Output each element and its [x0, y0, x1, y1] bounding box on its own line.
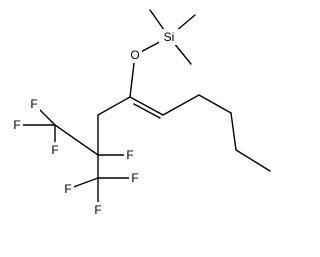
atom-f-4: F	[124, 147, 136, 163]
atom-label-f: F	[64, 182, 71, 196]
bond-chain-4	[235, 149, 271, 172]
bond-c-ch2	[97, 96, 131, 116]
atom-o: O	[128, 47, 142, 63]
atom-label-f: F	[94, 203, 101, 217]
bond-chain-1	[162, 94, 200, 116]
atom-label-f: F	[13, 118, 20, 132]
bond-cc-double-1	[129, 96, 164, 116]
atom-label-o: O	[130, 48, 139, 62]
structure-canvas: Si O F F F F F F	[11, 9, 271, 218]
bond-cc-double-2	[133, 103, 161, 119]
bond-chain-2	[198, 94, 232, 114]
atom-label-f: F	[126, 148, 133, 162]
atom-si: Si	[159, 29, 179, 45]
bond-c-cf3-left	[54, 124, 99, 156]
atom-f-3: F	[49, 142, 61, 158]
molecule-diagram: Si O F F F F F F	[11, 9, 271, 218]
atom-label-f: F	[51, 143, 58, 157]
atom-f-7: F	[92, 202, 104, 218]
atom-label-si: Si	[164, 30, 175, 44]
atom-label-f: F	[131, 171, 138, 185]
atom-f-5: F	[62, 181, 74, 197]
atom-f-6: F	[129, 170, 141, 186]
atom-f-1: F	[28, 96, 40, 112]
bonds	[16, 9, 271, 211]
bond-chain-3	[230, 112, 237, 151]
atom-label-f: F	[30, 97, 37, 111]
atom-f-2: F	[11, 117, 23, 133]
atom-labels: Si O F F F F F F	[11, 29, 179, 218]
